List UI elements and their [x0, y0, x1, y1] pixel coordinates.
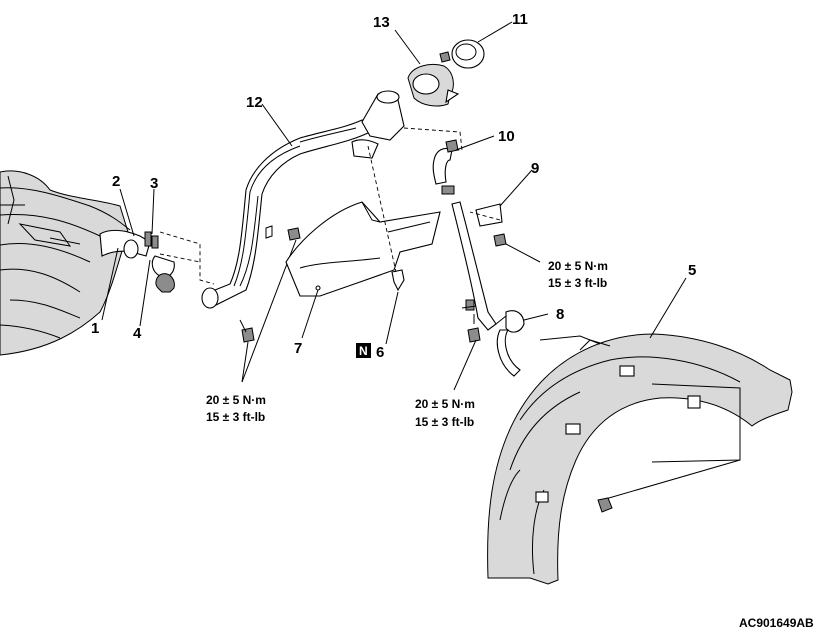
wheelhouse-liner-drawing	[487, 333, 793, 585]
fuel-cap-drawing	[439, 39, 485, 69]
callout-4: 4	[133, 325, 142, 342]
callout-5: 5	[688, 262, 696, 279]
splash-shield-drawing	[285, 201, 441, 297]
filler-hose-lower-drawing	[495, 310, 525, 377]
new-part-badge	[356, 343, 371, 358]
callout-7: 7	[294, 340, 302, 357]
breather-hose-drawing	[432, 139, 459, 195]
torque-spec-left: 20 ± 5 N·m 15 ± 3 ft-lb	[206, 393, 266, 424]
filler-hose-assembly	[99, 229, 215, 293]
cap-gasket-ring-drawing	[407, 64, 460, 107]
breather-pipe-drawing	[451, 201, 507, 331]
callout-6: 6	[376, 344, 384, 361]
callout-10: 10	[498, 128, 515, 145]
fuel-tank-drawing	[0, 170, 131, 356]
torque-spec-middle: 20 ± 5 N·m 15 ± 3 ft-lb	[415, 397, 475, 429]
callout-1: 1	[91, 320, 99, 337]
torque-middle-imperial: 15 ± 3 ft-lb	[415, 415, 474, 429]
torque-middle-metric: 20 ± 5 N·m	[415, 397, 475, 411]
torque-left-metric: 20 ± 5 N·m	[206, 393, 266, 407]
clip-drawing	[367, 145, 405, 292]
callout-9: 9	[531, 160, 539, 177]
bolt-mid-group	[453, 299, 481, 391]
callout-12: 12	[246, 94, 263, 111]
callout-11: 11	[512, 11, 528, 28]
torque-right-metric: 20 ± 5 N·m	[548, 259, 608, 273]
figure-code: AC901649AB	[739, 616, 814, 630]
torque-right-imperial: 15 ± 3 ft-lb	[548, 276, 607, 290]
new-part-badge-label: N	[359, 344, 368, 358]
leader-lines	[101, 21, 687, 345]
callout-3: 3	[150, 175, 158, 192]
callout-13: 13	[373, 14, 390, 31]
torque-spec-right: 20 ± 5 N·m 15 ± 3 ft-lb	[548, 259, 608, 290]
filler-neck-drawing	[201, 90, 463, 309]
callout-8: 8	[556, 306, 564, 323]
callout-2: 2	[112, 173, 120, 190]
torque-left-imperial: 15 ± 3 ft-lb	[206, 410, 265, 424]
